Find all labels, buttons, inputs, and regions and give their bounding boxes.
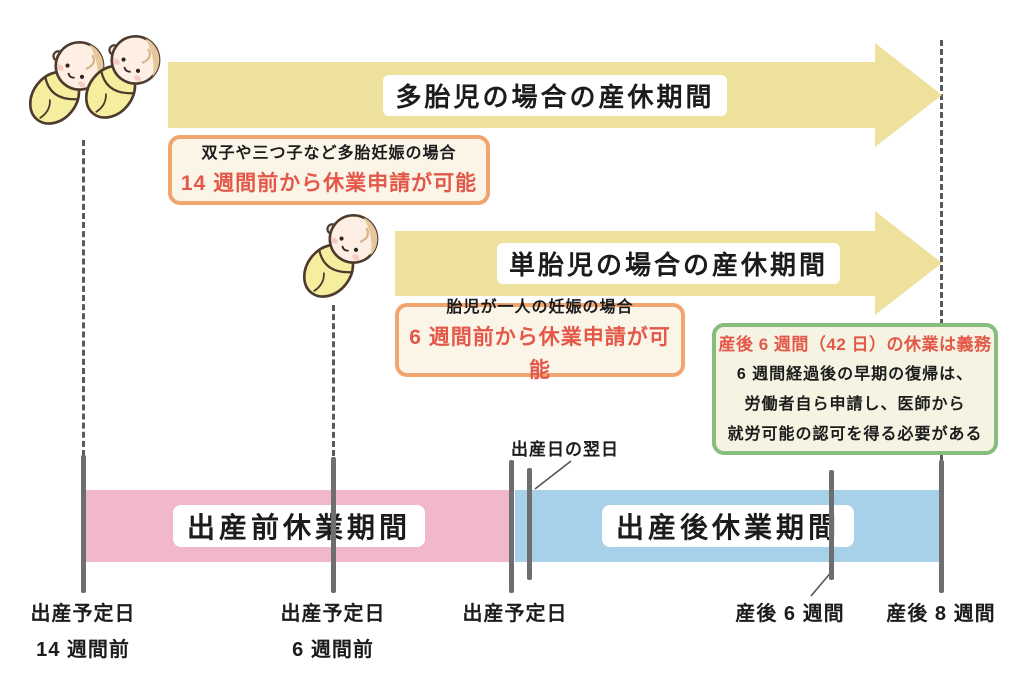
note-postnatal-line1: 6 週間経過後の早期の復帰は、: [736, 365, 974, 383]
tick-due-6w: [331, 457, 336, 593]
axis-label-post-6w: 産後 6 週間: [735, 596, 844, 632]
tick-day-after: [527, 468, 532, 580]
axis-label-line: 出産予定日: [280, 603, 386, 625]
axis-label-due-6w: 出産予定日 6 週間前: [281, 596, 386, 668]
axis-label-line: 産後 6 週間: [735, 603, 845, 625]
axis-label-line: 産後 8 週間: [886, 603, 996, 625]
note-single: 胎児が一人の妊娠の場合 6 週間前から休業申請が可能: [395, 299, 685, 382]
tick-post-8w: [939, 460, 944, 593]
baby-icon: [28, 41, 105, 125]
arrow-single-title: 単胎児の場合の産休期間: [496, 242, 840, 284]
arrow-single-period: 単胎児の場合の産休期間: [395, 211, 942, 315]
note-multiple: 双子や三つ子など多胎妊娠の場合 14 週間前から休業申請が可能: [168, 135, 490, 205]
note-multiple-condition: 双子や三つ子など多胎妊娠の場合: [201, 145, 457, 162]
axis-label-line: 14 週間前: [36, 639, 130, 661]
note-multiple-rule: 14 週間前から休業申請が可能: [180, 172, 478, 195]
callout-day-after-birth: 出産日の翌日: [511, 440, 619, 459]
arrow-multiple-title: 多胎児の場合の産休期間: [383, 74, 727, 116]
axis-label-post-8w: 産後 8 週間: [886, 596, 995, 632]
note-postnatal-mandatory: 産後 6 週間（42 日）の休業は義務 6 週間経過後の早期の復帰は、 労働者自…: [712, 323, 998, 455]
bar-pre-birth-label: 出産前休業期間: [172, 505, 425, 547]
tick-post-6w: [829, 470, 834, 580]
axis-label-line: 出産予定日: [30, 603, 136, 625]
arrow-multiple-period: 多胎児の場合の産休期間: [168, 43, 942, 147]
axis-label-due-14w: 出産予定日 14 週間前: [31, 596, 136, 668]
axis-label-due-date: 出産予定日: [463, 596, 568, 632]
dashed-guide-8w-post: [940, 40, 943, 460]
bar-post-birth-label: 出産後休業期間: [601, 505, 854, 547]
dashed-guide-6w: [332, 305, 335, 456]
bar-pre-birth-leave: 出産前休業期間: [85, 490, 513, 562]
twin-babies-icon: [10, 22, 180, 142]
bar-post-birth-leave: 出産後休業期間: [515, 490, 941, 562]
note-postnatal-title: 産後 6 週間（42 日）の休業は義務: [718, 334, 992, 354]
dashed-guide-14w: [82, 140, 85, 456]
note-single-rule: 6 週間前から休業申請が可能: [409, 325, 671, 382]
baby-icon: [84, 35, 161, 119]
axis-label-line: 出産予定日: [462, 603, 568, 625]
tick-due-date: [509, 460, 514, 593]
pointer-line-day-after: [534, 460, 572, 490]
note-postnatal-line2: 労働者自ら申請し、医師から: [744, 395, 966, 413]
note-single-condition: 胎児が一人の妊娠の場合: [446, 298, 634, 316]
single-baby-icon: [302, 214, 379, 298]
tick-due-14w: [81, 455, 86, 593]
note-postnatal-line3: 就労可能の認可を得る必要がある: [727, 425, 983, 443]
axis-label-line: 6 週間前: [292, 639, 374, 661]
